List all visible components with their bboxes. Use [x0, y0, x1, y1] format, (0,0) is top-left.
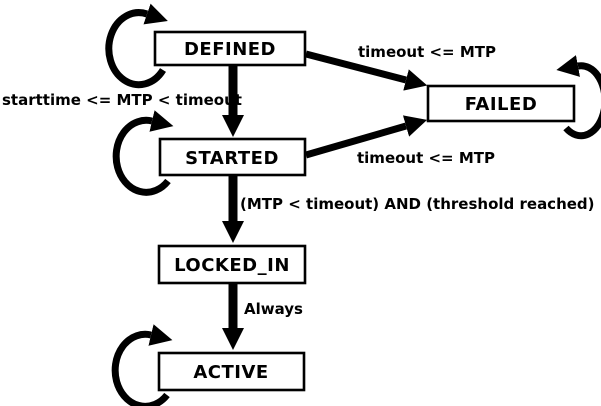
state-box-locked-in	[157, 244, 307, 285]
transition-arrow-defined-to-failed	[305, 50, 428, 91]
self-loop-arrow-active	[111, 324, 173, 406]
transition-label-started-to-locked-in: (MTP < timeout) AND (threshold reached)	[240, 195, 595, 213]
state-box-active	[157, 351, 306, 392]
state-node-defined: DEFINED	[153, 30, 307, 67]
state-node-started: STARTED	[158, 137, 307, 177]
transition-label-locked-in-to-active: Always	[244, 300, 303, 318]
state-label-locked-in: LOCKED_IN	[174, 255, 290, 276]
transition-label-defined-to-started: starttime <= MTP < timeout	[2, 91, 242, 109]
state-node-locked-in: LOCKED_IN	[157, 244, 307, 285]
transition-label-defined-to-failed: timeout <= MTP	[358, 43, 496, 61]
state-box-failed	[426, 84, 576, 123]
state-node-active: ACTIVE	[157, 351, 306, 392]
transition-label-started-to-failed: timeout <= MTP	[357, 149, 495, 167]
self-loop-arrow-started	[112, 110, 174, 196]
self-loop-arrow-failed	[556, 55, 601, 140]
transition-arrow-started-to-failed	[305, 115, 428, 159]
state-label-started: STARTED	[185, 148, 279, 169]
state-box-started	[158, 137, 307, 177]
state-label-defined: DEFINED	[184, 39, 276, 60]
state-box-defined	[153, 30, 307, 67]
state-label-failed: FAILED	[465, 94, 538, 115]
self-loop-arrow-defined	[105, 3, 168, 89]
state-label-active: ACTIVE	[193, 362, 268, 383]
state-node-failed: FAILED	[426, 84, 576, 123]
